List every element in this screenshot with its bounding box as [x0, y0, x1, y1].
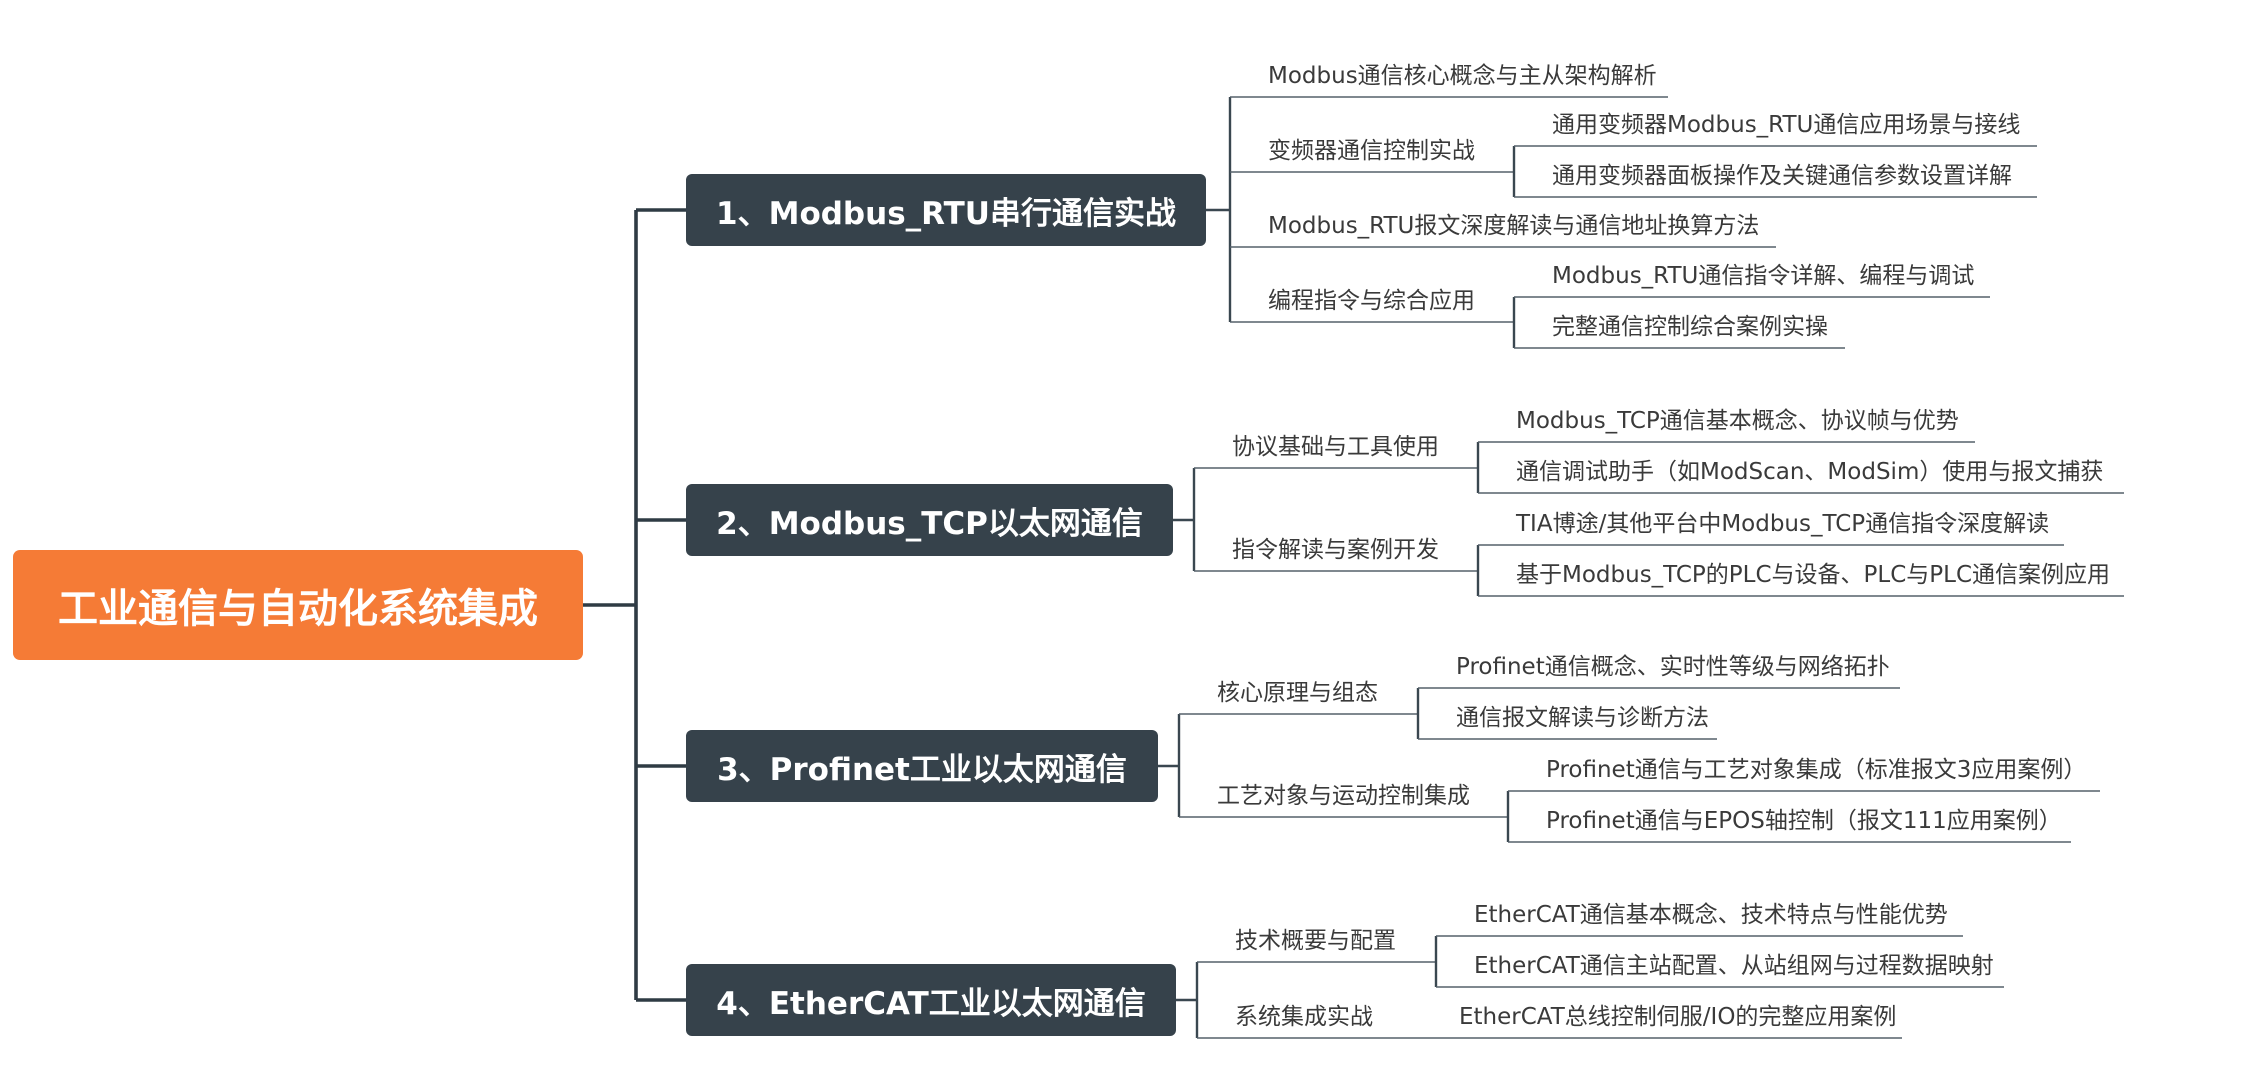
- leaf-topic[interactable]: EtherCAT通信基本概念、技术特点与性能优势: [1474, 902, 1948, 928]
- subtopic[interactable]: 指令解读与案例开发: [1232, 537, 1439, 563]
- branch-2-topic[interactable]: 2、Modbus_TCP以太网通信: [686, 484, 1173, 556]
- leaf-topic[interactable]: EtherCAT通信主站配置、从站组网与过程数据映射: [1474, 953, 1994, 979]
- leaf-topic[interactable]: Modbus_RTU通信指令详解、编程与调试: [1552, 263, 1975, 289]
- subtopic[interactable]: 技术概要与配置: [1235, 928, 1396, 954]
- subtopic[interactable]: 协议基础与工具使用: [1232, 434, 1439, 460]
- leaf-topic[interactable]: 完整通信控制综合案例实操: [1552, 314, 1828, 340]
- leaf-topic[interactable]: 通信调试助手（如ModScan、ModSim）使用与报文捕获: [1516, 459, 2104, 485]
- leaf-topic[interactable]: 通信报文解读与诊断方法: [1456, 705, 1709, 731]
- subtopic[interactable]: 工艺对象与运动控制集成: [1217, 783, 1470, 809]
- leaf-topic[interactable]: 基于Modbus_TCP的PLC与设备、PLC与PLC通信案例应用: [1516, 562, 2111, 588]
- subtopic[interactable]: 核心原理与组态: [1217, 680, 1378, 706]
- root-topic[interactable]: 工业通信与自动化系统集成: [13, 550, 583, 660]
- branch-1-topic[interactable]: 1、Modbus_RTU串行通信实战: [686, 174, 1206, 246]
- leaf-topic[interactable]: TIA博途/其他平台中Modbus_TCP通信指令深度解读: [1516, 511, 2050, 537]
- leaf-topic[interactable]: 通用变频器面板操作及关键通信参数设置详解: [1552, 163, 2012, 189]
- subtopic[interactable]: 编程指令与综合应用: [1268, 288, 1475, 314]
- leaf-topic[interactable]: Profinet通信与EPOS轴控制（报文111应用案例）: [1546, 808, 2062, 834]
- leaf-topic[interactable]: EtherCAT总线控制伺服/IO的完整应用案例: [1459, 1004, 1897, 1030]
- leaf-topic[interactable]: 通用变频器Modbus_RTU通信应用场景与接线: [1552, 112, 2021, 138]
- leaf-topic[interactable]: Profinet通信概念、实时性等级与网络拓扑: [1456, 654, 1890, 680]
- subtopic[interactable]: Modbus_RTU报文深度解读与通信地址换算方法: [1268, 213, 1760, 239]
- subtopic[interactable]: 系统集成实战: [1235, 1004, 1373, 1030]
- branch-4-topic[interactable]: 4、EtherCAT工业以太网通信: [686, 964, 1176, 1036]
- subtopic[interactable]: Modbus通信核心概念与主从架构解析: [1268, 63, 1657, 89]
- leaf-topic[interactable]: Profinet通信与工艺对象集成（标准报文3应用案例）: [1546, 757, 2087, 783]
- branch-3-topic[interactable]: 3、Profinet工业以太网通信: [686, 730, 1158, 802]
- leaf-topic[interactable]: Modbus_TCP通信基本概念、协议帧与优势: [1516, 408, 1959, 434]
- subtopic[interactable]: 变频器通信控制实战: [1268, 138, 1475, 164]
